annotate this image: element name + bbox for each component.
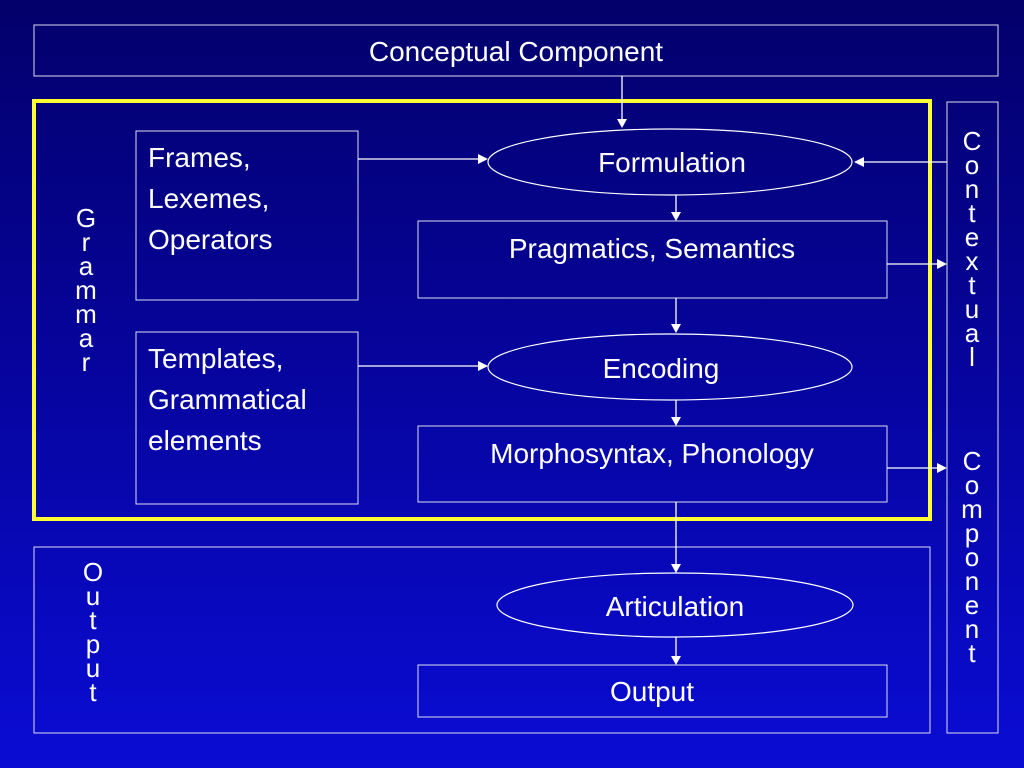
arrowhead bbox=[478, 154, 488, 164]
output-box bbox=[417, 664, 888, 718]
arrows bbox=[358, 76, 947, 665]
arrowhead bbox=[854, 157, 864, 167]
lexicon-line: Lexemes, bbox=[148, 183, 269, 214]
arrowhead bbox=[671, 564, 681, 573]
encoding-label: Encoding bbox=[603, 353, 720, 384]
arrowhead bbox=[617, 119, 627, 128]
arrowhead bbox=[937, 463, 947, 473]
contextual-component-box bbox=[946, 101, 999, 734]
templates-line: Grammatical bbox=[148, 384, 307, 415]
arrowhead bbox=[478, 361, 488, 371]
articulation-label: Articulation bbox=[606, 591, 745, 622]
articulation-ellipse bbox=[496, 572, 854, 638]
formulation-label: Formulation bbox=[598, 147, 746, 178]
conceptual-component-label: Conceptual Component bbox=[369, 36, 663, 67]
lexicon-box bbox=[135, 130, 359, 301]
arrowhead bbox=[671, 212, 681, 221]
pragmatics-semantics-box bbox=[417, 220, 888, 299]
arrowhead bbox=[937, 259, 947, 269]
templates-line: Templates, bbox=[148, 343, 283, 374]
formulation-ellipse bbox=[487, 128, 853, 196]
output-section-box bbox=[33, 546, 931, 734]
morphosyntax-phonology-box bbox=[417, 425, 888, 503]
pragmatics-semantics-label: Pragmatics, Semantics bbox=[509, 233, 795, 264]
encoding-ellipse bbox=[487, 333, 853, 401]
output-label: Output bbox=[610, 676, 694, 707]
templates-line: elements bbox=[148, 425, 262, 456]
lexicon-line: Operators bbox=[148, 224, 273, 255]
arrowhead bbox=[671, 324, 681, 333]
lexicon-line: Frames, bbox=[148, 142, 251, 173]
arrowhead bbox=[671, 656, 681, 665]
templates-box bbox=[135, 331, 359, 505]
morphosyntax-phonology-label: Morphosyntax, Phonology bbox=[490, 438, 814, 469]
conceptual-component-box bbox=[33, 24, 999, 77]
grammar-frame bbox=[32, 99, 932, 521]
arrowhead bbox=[671, 417, 681, 426]
